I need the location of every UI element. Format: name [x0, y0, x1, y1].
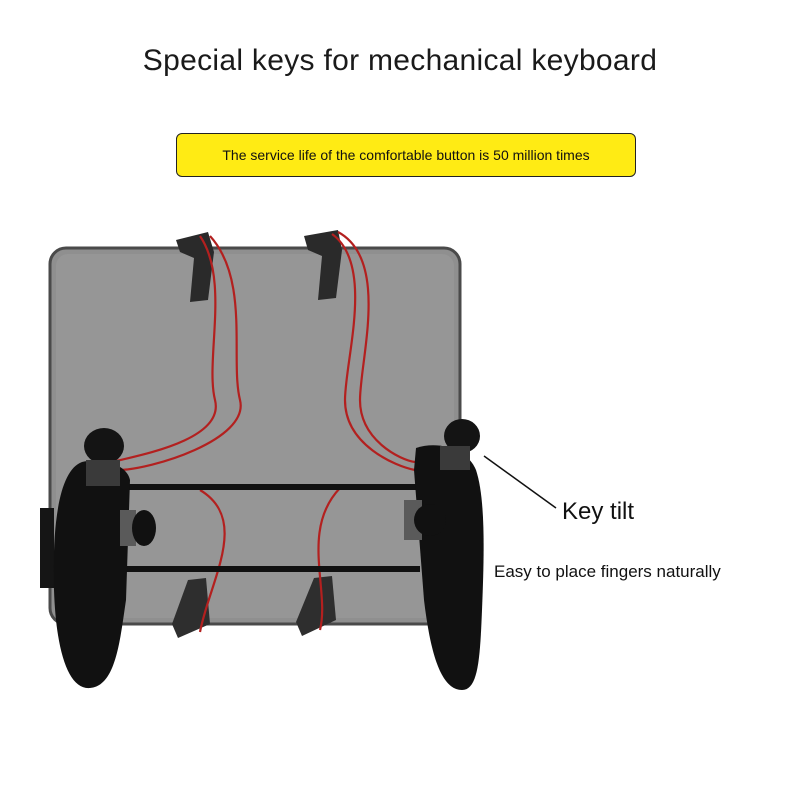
- right-trigger-knob: [444, 419, 480, 453]
- left-trigger-knob: [84, 428, 124, 464]
- key-tilt-leader: [483, 455, 557, 509]
- banner-text: The service life of the comfortable butt…: [222, 147, 590, 163]
- rods: [118, 484, 420, 572]
- key-tilt-label: Key tilt: [562, 498, 635, 525]
- fingers-label: Easy to place fingers naturally: [494, 562, 721, 581]
- top-clip-right: [304, 230, 342, 300]
- left-thumb-button: [132, 510, 156, 546]
- headline: Special keys for mechanical keyboard: [142, 44, 658, 77]
- right-thumb-button: [414, 504, 446, 536]
- right-controller: [404, 419, 484, 690]
- bottom-clip-left: [172, 578, 210, 638]
- cables: [111, 231, 416, 633]
- bottom-clip-right: [296, 576, 336, 636]
- service-life-banner: The service life of the comfortable butt…: [176, 133, 636, 177]
- top-clip-left: [176, 232, 214, 302]
- left-controller: [40, 428, 156, 689]
